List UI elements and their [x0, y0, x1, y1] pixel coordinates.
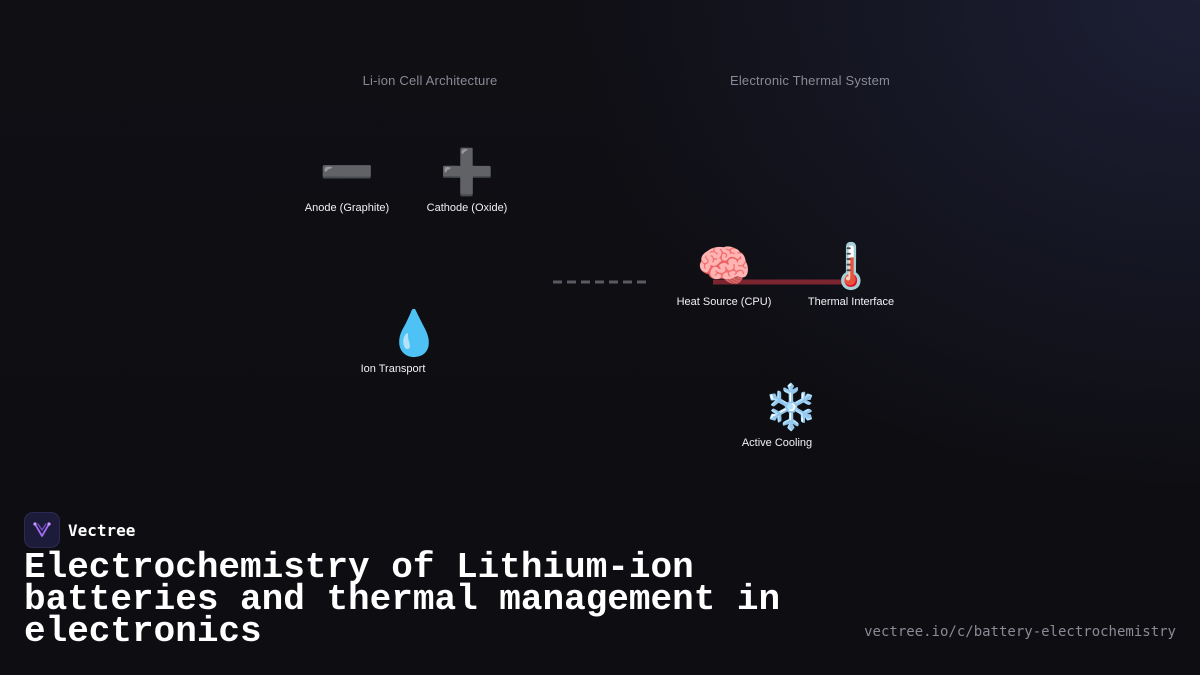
brand-name: Vectree: [68, 520, 136, 540]
node-ion-transport[interactable]: 💧 Ion Transport: [313, 309, 473, 375]
section-label-thermal: Electronic Thermal System: [729, 73, 891, 88]
node-heat-source[interactable]: 🧠 Heat Source (CPU): [644, 242, 804, 308]
node-label-ion-transport: Ion Transport: [360, 363, 426, 375]
node-label-heat-source: Heat Source (CPU): [676, 296, 772, 308]
minus-icon: ➖: [319, 148, 375, 197]
node-active-cooling[interactable]: ❄️ Active Cooling: [697, 383, 857, 449]
brain-icon: 🧠: [696, 242, 752, 291]
snowflake-icon: ❄️: [763, 383, 819, 432]
page-title: Electrochemistry of Lithium-ion batterie…: [24, 547, 781, 652]
node-label-thermal-interface: Thermal Interface: [807, 296, 895, 308]
vectree-logo-icon: [24, 512, 60, 548]
thermometer-icon: 🌡️: [823, 242, 879, 291]
node-anode[interactable]: ➖ Anode (Graphite): [267, 148, 427, 214]
brand: Vectree: [24, 512, 135, 548]
droplet-icon: 💧: [386, 309, 442, 358]
node-label-active-cooling: Active Cooling: [741, 437, 813, 449]
page-url[interactable]: vectree.io/c/battery-electrochemistry: [864, 624, 1176, 640]
node-label-cathode: Cathode (Oxide): [426, 202, 508, 214]
plus-icon: ➕: [439, 148, 495, 197]
section-label-li-ion: Li-ion Cell Architecture: [362, 73, 498, 88]
node-label-anode: Anode (Graphite): [304, 202, 390, 214]
node-cathode[interactable]: ➕ Cathode (Oxide): [387, 148, 547, 214]
node-thermal-interface[interactable]: 🌡️ Thermal Interface: [771, 242, 931, 308]
